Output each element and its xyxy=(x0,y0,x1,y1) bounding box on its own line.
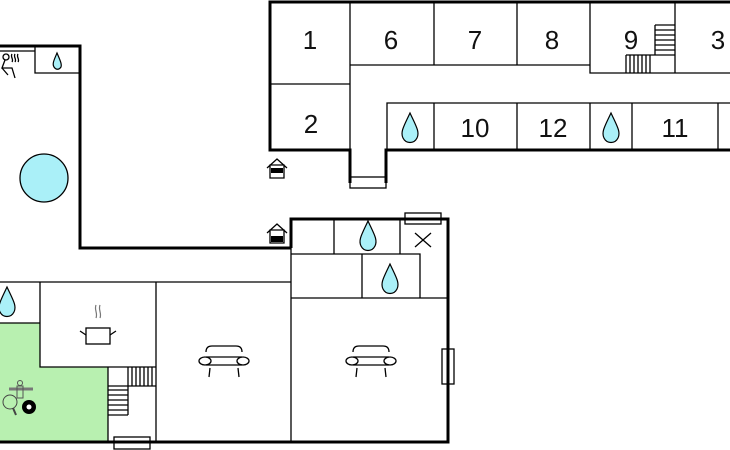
fireplace-icon xyxy=(414,232,432,248)
game-room-icon xyxy=(2,380,36,416)
bathroom-icon xyxy=(52,51,62,70)
door xyxy=(113,436,151,450)
window xyxy=(441,348,455,385)
sofa-icon xyxy=(198,345,250,378)
bathroom-icon xyxy=(381,262,399,295)
room-6-label: 6 xyxy=(384,25,398,55)
room-3-label: 3 xyxy=(711,25,725,55)
kitchen-icon xyxy=(79,304,117,345)
bathroom-icon xyxy=(401,111,419,144)
room-12-label: 12 xyxy=(539,113,568,143)
room-2-label: 2 xyxy=(304,109,318,139)
room-9-label: 9 xyxy=(624,25,638,55)
sofa-icon xyxy=(345,345,397,378)
bathroom-icon xyxy=(359,219,377,252)
window xyxy=(404,212,442,225)
room-8-label: 8 xyxy=(545,25,559,55)
room-7-label: 7 xyxy=(468,25,482,55)
room-11-label: 11 xyxy=(662,113,689,143)
entrance-icon[interactable] xyxy=(266,223,288,244)
game-room-area xyxy=(0,323,108,442)
bathroom-icon xyxy=(0,285,16,318)
room-10-label: 10 xyxy=(461,113,490,143)
sauna-icon xyxy=(1,53,20,79)
stairs-icon xyxy=(108,367,156,416)
bottom-building xyxy=(0,212,455,450)
entrance-icon[interactable] xyxy=(266,158,288,179)
bathroom-icon xyxy=(602,111,620,144)
pool-icon xyxy=(19,153,69,203)
top-building: 1 6 7 8 9 3 2 10 12 11 xyxy=(268,0,730,189)
room-1-label: 1 xyxy=(303,25,317,55)
left-building xyxy=(0,44,291,250)
stairs-icon xyxy=(625,24,675,73)
